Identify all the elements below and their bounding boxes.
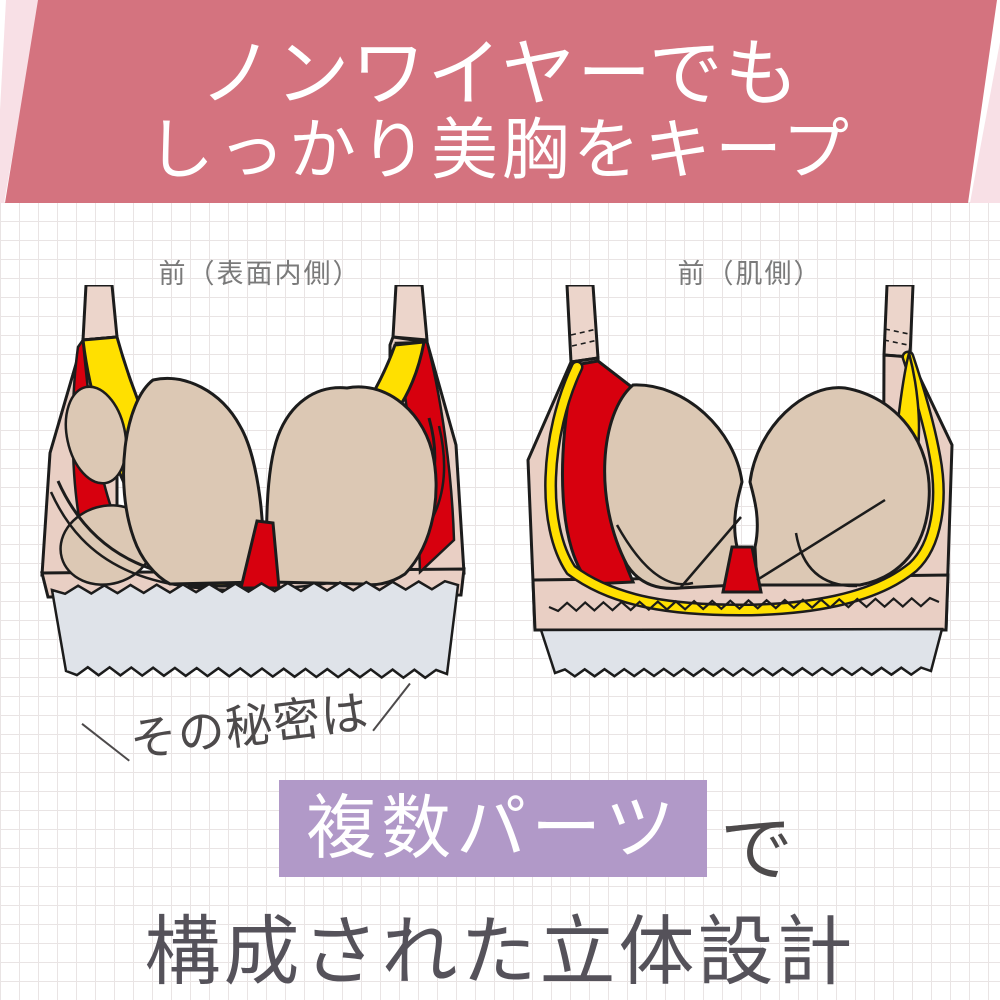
banner-wedge-right: [970, 42, 1000, 203]
bra-diagram-outer-view: [40, 285, 466, 680]
lace-hem: [539, 627, 944, 678]
strap-stitch-lines: [570, 328, 910, 347]
left-cup-seam-diagonal: [680, 516, 742, 588]
header-banner: [0, 0, 1000, 203]
highlight-text: 複数パーツ: [306, 791, 680, 868]
left-strap: [81, 285, 119, 342]
right-strap: [882, 285, 915, 359]
bra-diagram-skin-view: [526, 285, 954, 678]
highlight-box: 複数パーツ: [279, 780, 707, 877]
side-sling-upper: [64, 385, 128, 485]
left-cup-lining: [603, 383, 744, 590]
header-title-line1: ノンワイヤーでも: [199, 34, 801, 116]
center-gore-red: [721, 545, 763, 594]
lace-hem: [50, 579, 460, 680]
label-front-outer-side: 前（表面内側）: [158, 259, 362, 289]
right-strap: [391, 285, 429, 342]
banner-shape: [5, 0, 997, 203]
right-cup-lining: [748, 386, 931, 587]
highlight-suffix-de: で: [720, 809, 793, 890]
left-cup-pad: [122, 377, 265, 586]
left-strap: [565, 285, 600, 364]
band-zigzag-stitch: [548, 596, 940, 613]
right-cup-seam-diagonal: [756, 498, 886, 582]
right-cup-seam-arc: [794, 532, 858, 588]
conclusion-text: 構成された立体設計: [144, 911, 856, 995]
label-front-skin-side: 前（肌側）: [677, 259, 823, 289]
right-cup-pad: [265, 385, 438, 587]
header-title-line2: しっかり美胸をキープ: [147, 114, 853, 188]
